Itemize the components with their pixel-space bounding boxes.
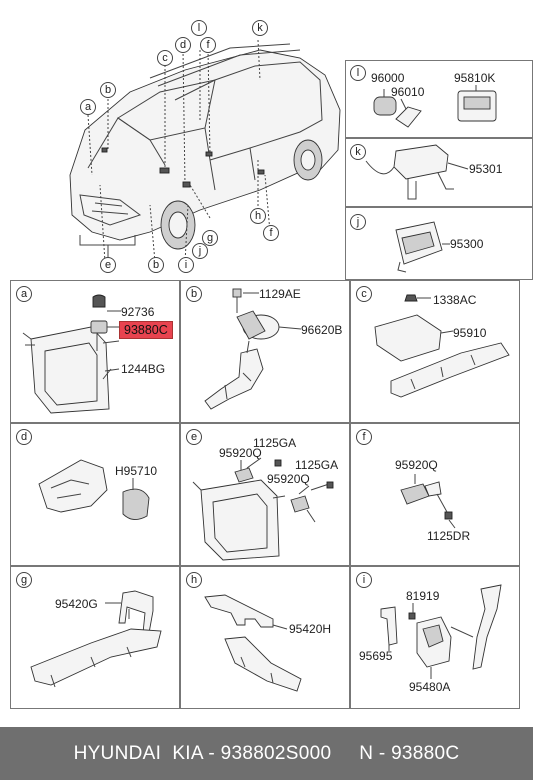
panel-g: g 95420G (10, 566, 180, 709)
part-92736: 92736 (121, 305, 155, 319)
part-96000: 96000 (371, 71, 405, 85)
part-81919: 81919 (406, 589, 440, 603)
panel-b-label: b (186, 286, 202, 302)
part-95420H: 95420H (289, 622, 332, 636)
part-95810K: 95810K (454, 71, 496, 85)
part-95480A: 95480A (409, 680, 451, 694)
panel-k-label: k (350, 144, 366, 160)
panel-l-label: l (350, 65, 366, 81)
control-module-k-illustration (365, 144, 469, 200)
panel-e-label: e (186, 429, 202, 445)
callout-f: f (200, 37, 216, 53)
part-H95710: H95710 (115, 464, 158, 478)
callout-h: h (250, 208, 266, 224)
callout-e: e (100, 257, 116, 273)
callout-c: c (157, 50, 173, 66)
part-95920Q: 95920Q (395, 458, 438, 472)
panel-b-illustration (204, 288, 302, 410)
vehicle-illustration (69, 39, 341, 264)
part-95420G: 95420G (55, 597, 98, 611)
panel-l: l 96000 96010 95810K (345, 60, 533, 138)
panel-f-label: f (356, 429, 372, 445)
panel-f-illustration (400, 474, 456, 529)
panel-e-illustration (192, 457, 334, 561)
panel-i: i 81919 95695 95480A (350, 566, 520, 709)
panel-f: f 95920Q 1125DR (350, 423, 520, 566)
part-96620B: 96620B (301, 323, 343, 337)
part-1338AC: 1338AC (433, 293, 477, 307)
panel-c-label: c (356, 286, 372, 302)
panel-j: j 95300 (345, 207, 533, 280)
callout-b2: b (148, 257, 164, 273)
part-93880C-highlighted: 93880C (119, 321, 173, 339)
panel-b: b 1129AE 96620B (180, 280, 350, 423)
callout-l: l (191, 20, 207, 36)
part-1125GA-right: 1125GA (295, 458, 339, 472)
panel-d-illustration (38, 459, 150, 520)
panel-a-label: a (16, 286, 32, 302)
panel-a: a 92736 93880C 1244BG (10, 280, 180, 423)
callout-f2: f (263, 225, 279, 241)
callout-k: k (252, 20, 268, 36)
callout-j: j (192, 243, 208, 259)
control-module-j-illustration (395, 221, 450, 273)
callout-i: i (178, 257, 194, 273)
key-fob-illustration (373, 85, 497, 128)
part-95920Q-left: 95920Q (219, 446, 262, 460)
part-95300: 95300 (450, 237, 484, 251)
part-95910: 95910 (453, 326, 487, 340)
panel-i-label: i (356, 572, 372, 588)
part-95920Q-right: 95920Q (267, 472, 310, 486)
callout-a: a (80, 99, 96, 115)
panel-e: e 1125GA 95920Q 1125GA 95920Q (180, 423, 350, 566)
panel-k: k 95301 (345, 138, 533, 207)
part-95695: 95695 (359, 649, 393, 663)
panel-h-label: h (186, 572, 202, 588)
panel-d-label: d (16, 429, 32, 445)
callout-g: g (202, 230, 218, 246)
panel-c-illustration (374, 294, 510, 398)
panel-h: h 95420H (180, 566, 350, 709)
panel-j-label: j (350, 214, 366, 230)
part-1244BG: 1244BG (121, 362, 166, 376)
footer-part-number-text: HYUNDAI KIA - 938802S000 N - 93880C (73, 742, 460, 764)
footer-banner: HYUNDAI KIA - 938802S000 N - 93880C (0, 727, 533, 780)
part-96010: 96010 (391, 85, 425, 99)
panel-g-label: g (16, 572, 32, 588)
panel-c: c 1338AC 95910 (350, 280, 520, 423)
panel-i-illustration (380, 584, 502, 679)
part-1125GA-top: 1125GA (253, 436, 297, 450)
part-1125DR: 1125DR (427, 529, 471, 543)
panel-a-illustration (22, 294, 121, 414)
panel-h-illustration (204, 594, 302, 692)
callout-b: b (100, 82, 116, 98)
panel-g-illustration (30, 590, 162, 688)
part-95301: 95301 (469, 162, 503, 176)
callout-d: d (175, 37, 191, 53)
part-1129AE: 1129AE (259, 287, 301, 301)
panel-d: d H95710 (10, 423, 180, 566)
